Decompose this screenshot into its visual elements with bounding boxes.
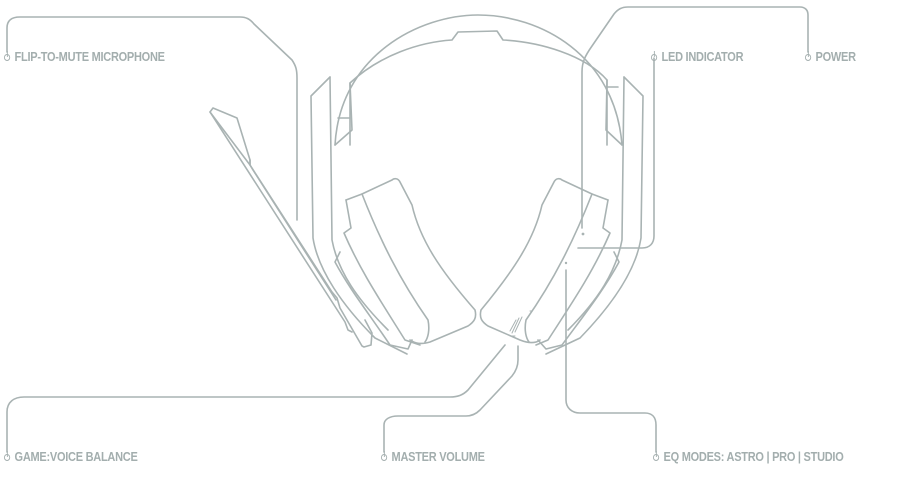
callout-dot-icon bbox=[4, 453, 11, 461]
left-yoke bbox=[310, 76, 408, 355]
callout-dot-icon bbox=[651, 53, 658, 61]
callout-label: LED INDICATOR bbox=[661, 50, 744, 64]
leader-lines bbox=[6, 6, 809, 453]
microphone-boom bbox=[209, 107, 373, 348]
right-earcup bbox=[479, 177, 620, 350]
callout-eq-modes: EQ MODES: ASTRO | PRO | STUDIO bbox=[653, 450, 844, 464]
callout-master-volume: MASTER VOLUME bbox=[381, 450, 485, 464]
callout-label: EQ MODES: ASTRO | PRO | STUDIO bbox=[663, 450, 844, 464]
callout-flip-to-mute-microphone: FLIP-TO-MUTE MICROPHONE bbox=[4, 50, 165, 64]
callout-dot-icon bbox=[381, 453, 388, 461]
callout-label: FLIP-TO-MUTE MICROPHONE bbox=[14, 50, 165, 64]
callout-power: POWER bbox=[805, 50, 856, 64]
callout-dot-icon bbox=[653, 453, 660, 461]
callout-game-voice-balance: GAME:VOICE BALANCE bbox=[4, 450, 138, 464]
headband bbox=[334, 14, 623, 146]
callout-dot-icon bbox=[805, 53, 812, 61]
callout-led-indicator: LED INDICATOR bbox=[651, 50, 744, 64]
left-earcup bbox=[334, 177, 477, 350]
callout-label: POWER bbox=[815, 50, 857, 64]
right-yoke bbox=[545, 76, 644, 355]
callout-label: MASTER VOLUME bbox=[391, 450, 485, 464]
callout-label: GAME:VOICE BALANCE bbox=[14, 450, 138, 464]
callout-dot-icon bbox=[4, 53, 11, 61]
